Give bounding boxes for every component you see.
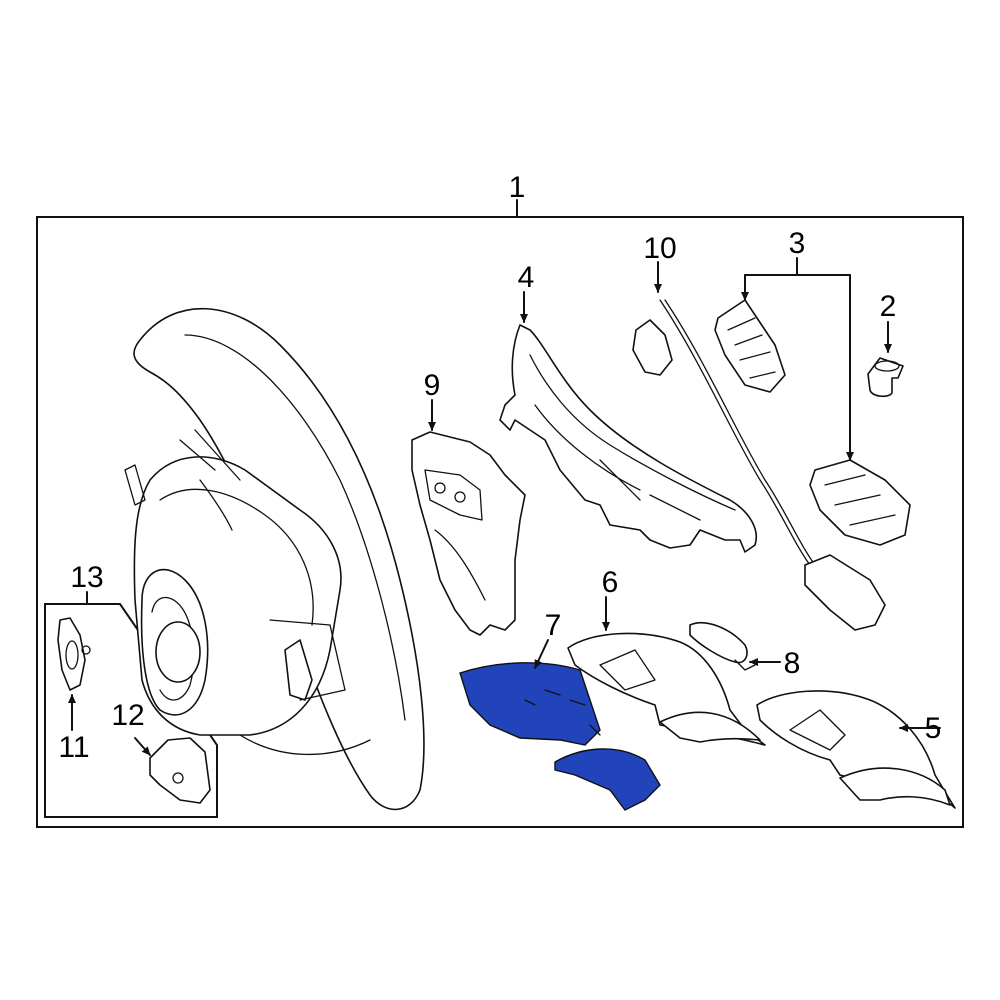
callout-6: 6 — [602, 566, 619, 599]
callout-10: 10 — [643, 232, 676, 265]
steering-wheel — [124, 307, 425, 811]
part-9-module — [411, 431, 526, 636]
part-11-screw — [57, 617, 91, 691]
part-7-upper-shape — [459, 662, 601, 746]
callout-13: 13 — [70, 561, 103, 594]
part-8-trim — [689, 621, 756, 671]
callout-11: 11 — [58, 731, 89, 764]
callout-2: 2 — [880, 290, 897, 323]
part-3-switch-upper — [714, 299, 786, 393]
part-7-lower-shape — [554, 748, 661, 811]
callout-1: 1 — [509, 171, 526, 204]
callout-9: 9 — [424, 369, 441, 402]
part-12-bracket — [149, 737, 211, 804]
callout-12: 12 — [111, 699, 144, 732]
leader-lines — [68, 199, 941, 756]
callout-5: 5 — [925, 712, 942, 745]
assembly-frame — [36, 216, 964, 828]
part-6-cover — [567, 632, 766, 746]
part-4-bezel — [499, 324, 757, 553]
callout-labels: 1 2 3 4 5 6 7 8 9 10 11 12 13 — [58, 171, 941, 764]
sub-assembly-frame-13 — [44, 603, 218, 818]
callout-3: 3 — [789, 227, 806, 260]
part-10-harness — [632, 299, 886, 631]
callout-4: 4 — [518, 261, 535, 294]
callout-7: 7 — [545, 609, 562, 642]
part-5-cover — [756, 690, 956, 809]
part-7-lower-cover — [459, 662, 661, 811]
part-2-clip — [867, 357, 904, 398]
part-3-switch-lower — [809, 459, 911, 546]
callout-8: 8 — [784, 647, 801, 680]
